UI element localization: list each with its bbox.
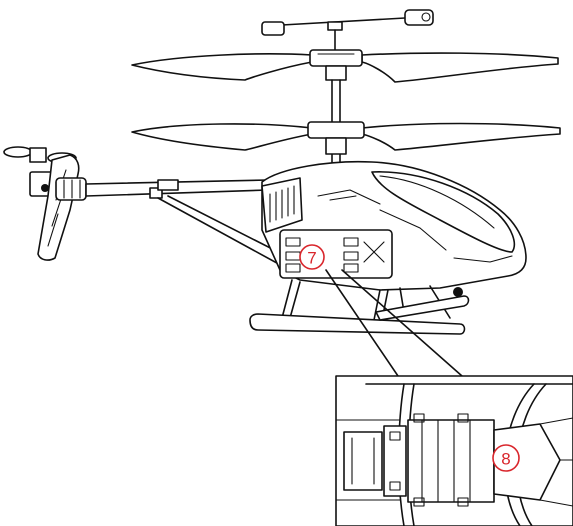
landing-gear bbox=[249, 279, 470, 335]
callout-8: 8 bbox=[492, 444, 520, 472]
callout-7: 7 bbox=[299, 244, 325, 270]
callout-7-label: 7 bbox=[307, 249, 316, 268]
tail-boom bbox=[85, 179, 291, 269]
leader-lines bbox=[325, 269, 463, 377]
inset-detail bbox=[335, 375, 573, 526]
callout-8-label: 8 bbox=[501, 450, 510, 469]
fuselage bbox=[261, 160, 527, 297]
lower-rotor bbox=[131, 121, 561, 155]
flybar bbox=[261, 9, 434, 51]
tail-assembly bbox=[3, 146, 87, 261]
upper-rotor bbox=[131, 49, 559, 83]
